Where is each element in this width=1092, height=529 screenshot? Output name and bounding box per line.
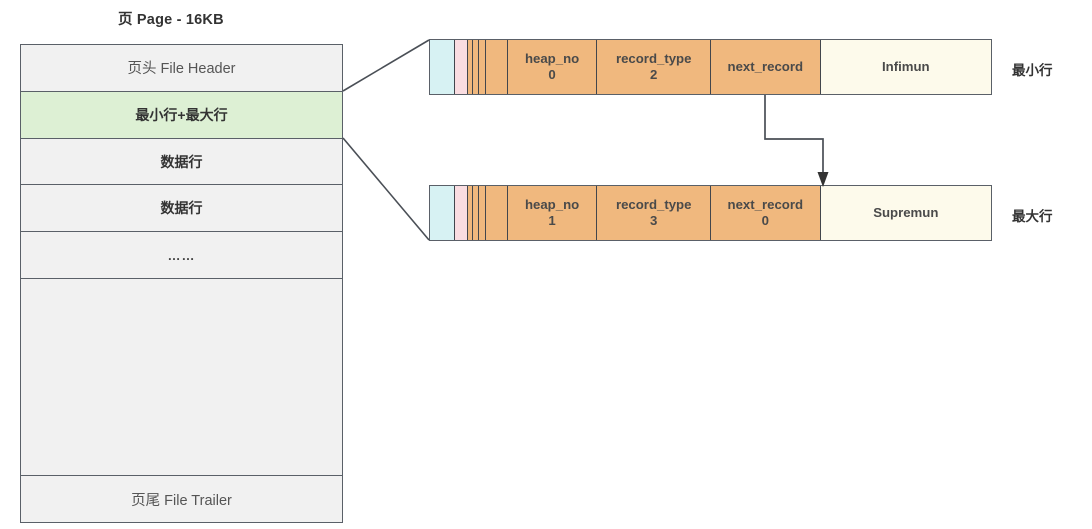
infimum-min-rec-flag-field — [472, 40, 479, 94]
cell-label: record_type — [615, 197, 692, 213]
supremum-heap-no-field: heap_no 1 — [507, 186, 598, 240]
infimum-n-owned-field — [478, 40, 486, 94]
cell-value: 2 — [650, 67, 658, 82]
infimum-side-label: 最小行 — [1012, 63, 1053, 78]
cell-value: 1 — [548, 213, 556, 228]
cell-label: heap_no — [524, 51, 580, 67]
supremum-record-row: heap_no 1 record_type 3 next_record 0 Su… — [429, 185, 992, 241]
infimum-delete-flag-field — [467, 40, 473, 94]
infimum-record-type-field: record_type 2 — [597, 40, 711, 94]
page-row-label: 页头 File Header — [127, 61, 236, 78]
cell-label: Infimun — [881, 59, 930, 75]
supremum-record-type-field: record_type 3 — [597, 186, 711, 240]
cell-label: Supremun — [873, 205, 939, 221]
cell-label: heap_no — [524, 197, 580, 213]
cell-label: next_record — [727, 59, 804, 75]
cell-label: next_record — [727, 197, 804, 213]
page-row-min-max-record: 最小行+最大行 — [21, 91, 342, 139]
cell-value: 0 — [761, 213, 769, 228]
page-row-file-header: 页头 File Header — [21, 45, 342, 92]
page-row-ellipsis: …… — [21, 232, 342, 280]
infimum-next-record-field: next_record — [711, 40, 821, 94]
supremum-min-rec-flag-field — [472, 186, 479, 240]
page-structure-box: 页头 File Header 最小行+最大行 数据行 数据行 …… 页尾 Fil… — [20, 44, 343, 523]
cell-value: 0 — [548, 67, 556, 82]
supremum-null-flag-field — [454, 186, 468, 240]
page-row-label: …… — [167, 247, 196, 263]
cell-label: record_type — [615, 51, 692, 67]
page-row-file-trailer: 页尾 File Trailer — [21, 476, 342, 523]
infimum-padding-field — [485, 40, 508, 94]
infimum-variable-length-field — [430, 40, 455, 94]
infimum-record-data-field: Infimun — [820, 40, 991, 94]
leader-line-infimum — [342, 39, 430, 92]
page-row-data-record-2: 数据行 — [21, 185, 342, 233]
page-row-label: 数据行 — [160, 153, 203, 170]
leader-line-supremum — [342, 137, 430, 241]
infimum-heap-no-field: heap_no 0 — [507, 40, 598, 94]
next-record-pointer — [764, 95, 824, 178]
supremum-side-label: 最大行 — [1012, 209, 1053, 224]
supremum-record-data-field: Supremun — [820, 186, 991, 240]
page-row-label: 数据行 — [160, 200, 203, 217]
page-title: 页 Page - 16KB — [118, 12, 224, 28]
infimum-record-row: heap_no 0 record_type 2 next_record Infi… — [429, 39, 992, 95]
page-row-label: 最小行+最大行 — [135, 106, 228, 123]
page-row-label: 页尾 File Trailer — [131, 492, 232, 509]
cell-value: 3 — [650, 213, 658, 228]
supremum-variable-length-field — [430, 186, 455, 240]
supremum-n-owned-field — [478, 186, 486, 240]
supremum-delete-flag-field — [467, 186, 473, 240]
infimum-null-flag-field — [454, 40, 468, 94]
page-row-free-space — [21, 279, 342, 477]
supremum-next-record-field: next_record 0 — [711, 186, 821, 240]
supremum-padding-field — [485, 186, 508, 240]
page-row-data-record-1: 数据行 — [21, 138, 342, 186]
